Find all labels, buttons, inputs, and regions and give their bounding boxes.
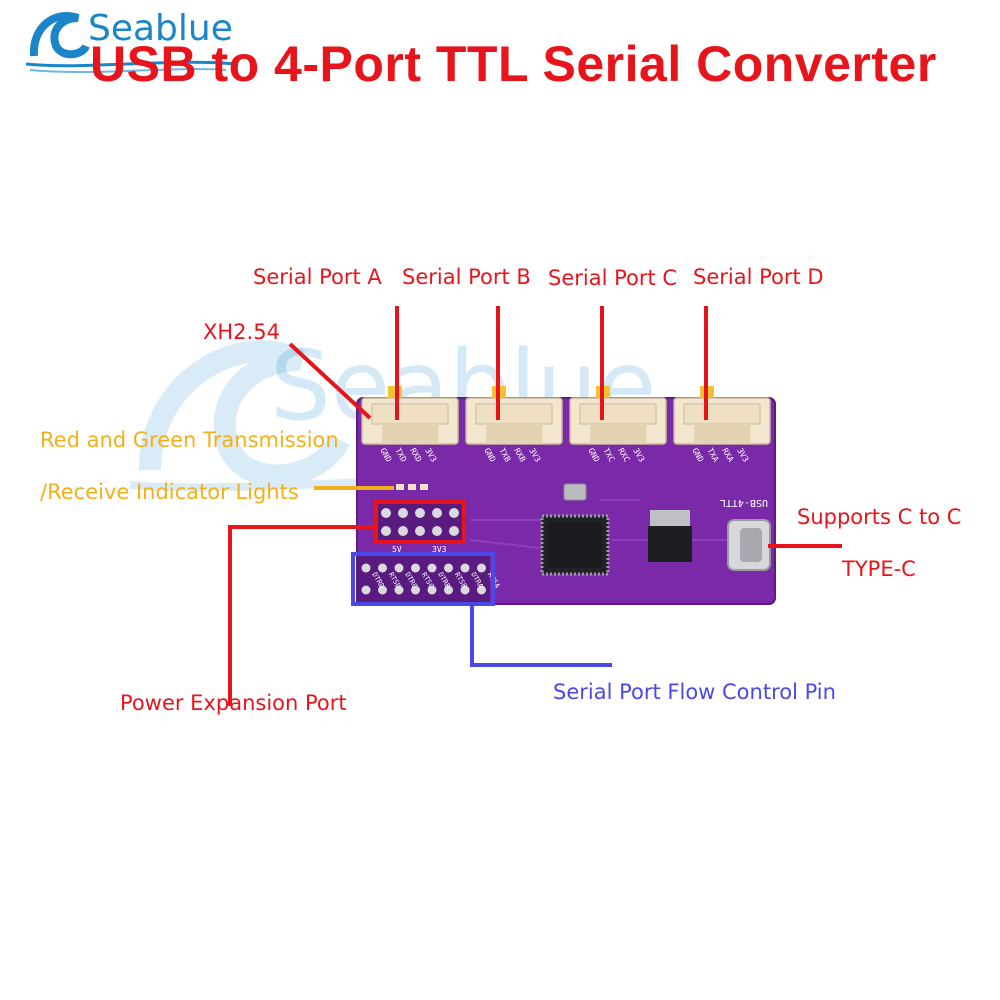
flow-pin bbox=[378, 563, 387, 573]
power-pin-label: 5V bbox=[392, 545, 402, 554]
indicator-leds bbox=[396, 484, 428, 490]
voltage-regulator bbox=[650, 510, 690, 526]
connector-port-b bbox=[465, 386, 563, 445]
flow-control-header bbox=[356, 556, 490, 602]
label-serial-port-a: Serial Port A bbox=[253, 265, 382, 289]
flow-pins-highlight bbox=[351, 552, 495, 606]
power-pin-label: 3V3 bbox=[432, 545, 447, 554]
crystal bbox=[563, 483, 587, 501]
flow-pin bbox=[460, 585, 470, 595]
flow-pin bbox=[378, 585, 387, 595]
flow-pin bbox=[427, 563, 437, 573]
power-pin bbox=[415, 526, 425, 536]
label-led-line2: /Receive Indicator Lights bbox=[40, 480, 299, 504]
flow-pin bbox=[394, 585, 404, 595]
power-pin bbox=[381, 508, 391, 518]
flow-pin bbox=[411, 563, 420, 573]
flow-pin bbox=[411, 585, 420, 595]
label-led-line1: Red and Green Transmission bbox=[40, 428, 339, 452]
flow-pin bbox=[361, 563, 371, 573]
seablue-logo-icon bbox=[26, 12, 237, 73]
flow-pin bbox=[444, 563, 453, 573]
power-pin bbox=[398, 526, 408, 536]
flow-pin bbox=[444, 585, 453, 595]
flow-pin bbox=[361, 585, 371, 595]
flow-pin bbox=[427, 585, 437, 595]
flow-pin bbox=[460, 563, 470, 573]
power-port-highlight bbox=[374, 500, 466, 544]
power-pin bbox=[432, 526, 442, 536]
flow-pin bbox=[477, 585, 486, 595]
flow-pin bbox=[394, 563, 404, 573]
label-serial-port-b: Serial Port B bbox=[402, 265, 531, 289]
label-serial-port-c: Serial Port C bbox=[548, 266, 678, 290]
board-name-silkscreen: USB-4TTL bbox=[720, 497, 768, 508]
connector-port-c bbox=[569, 386, 667, 445]
label-xh254: XH2.54 bbox=[203, 320, 280, 344]
label-type-c: TYPE-C bbox=[842, 557, 916, 581]
connector-port-d bbox=[673, 386, 771, 445]
flow-pin bbox=[477, 563, 486, 573]
power-pin bbox=[449, 508, 459, 518]
power-pin bbox=[432, 508, 442, 518]
power-pin bbox=[449, 526, 459, 536]
label-supports-c-to-c: Supports C to C bbox=[797, 505, 962, 529]
power-pin bbox=[381, 526, 391, 536]
label-serial-port-d: Serial Port D bbox=[693, 265, 824, 289]
power-pin bbox=[398, 508, 408, 518]
label-power-expansion-port: Power Expansion Port bbox=[120, 691, 347, 715]
label-flow-control-pin: Serial Port Flow Control Pin bbox=[553, 680, 836, 704]
page-title: USB to 4-Port TTL Serial Converter bbox=[90, 36, 937, 92]
power-pin bbox=[415, 508, 425, 518]
brand-name: Seablue bbox=[88, 8, 233, 49]
connector-port-a bbox=[361, 386, 459, 445]
